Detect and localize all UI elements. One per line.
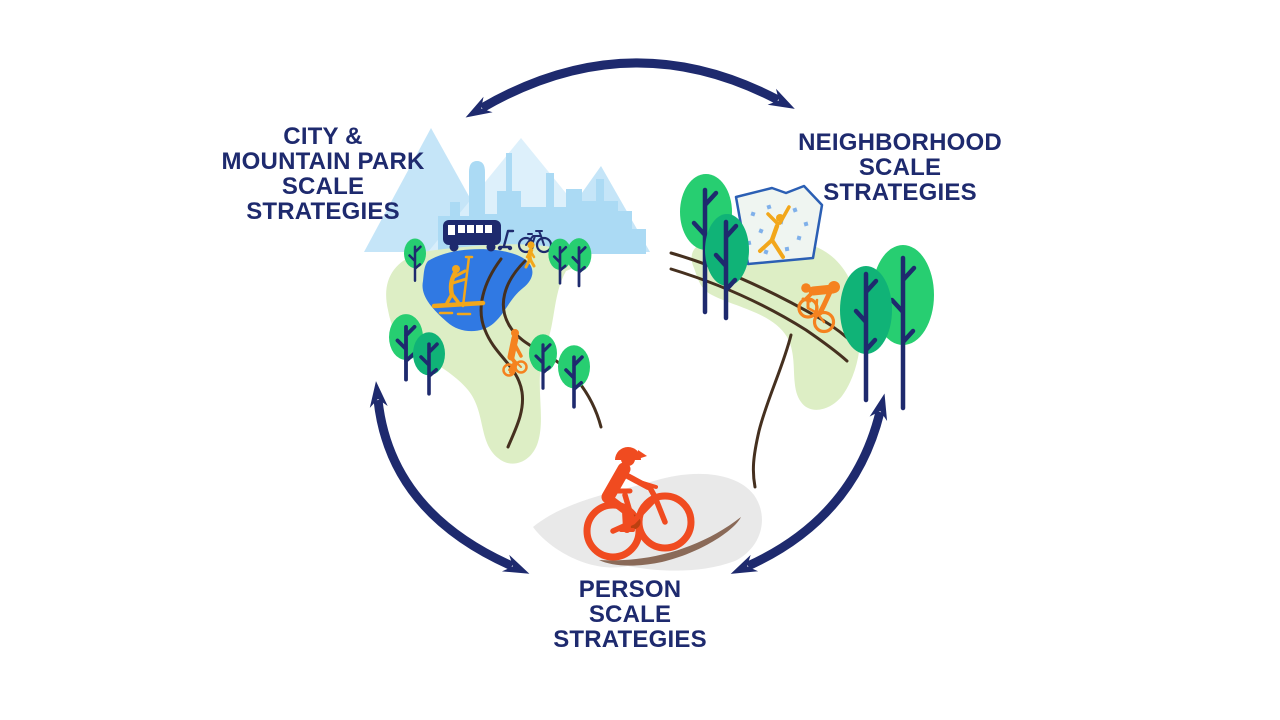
label-line: SCALE bbox=[281, 173, 365, 200]
label-line: SCALE bbox=[588, 601, 672, 628]
mountain-biker-icon bbox=[797, 281, 840, 334]
node-label-city-mountain-park: CITY & MOUNTAIN PARK SCALE STRATEGIES bbox=[183, 124, 463, 224]
tree-icon bbox=[411, 330, 447, 396]
city-mountain-park-scene bbox=[364, 128, 650, 464]
label-line: CITY & bbox=[283, 123, 363, 150]
connections bbox=[369, 58, 888, 574]
double-arrow-icon bbox=[465, 58, 795, 118]
label-line: MOUNTAIN PARK bbox=[221, 148, 425, 175]
climbing-wall-icon bbox=[734, 184, 824, 266]
node-label-neighborhood: NEIGHBORHOOD SCALE STRATEGIES bbox=[780, 130, 1020, 205]
climbing-holds bbox=[746, 204, 809, 255]
label-line: NEIGHBORHOOD bbox=[798, 129, 1002, 156]
tree-icon bbox=[565, 236, 593, 288]
paddleboarder-icon bbox=[431, 255, 486, 316]
cyclist-icon bbox=[502, 329, 528, 377]
tree-icon bbox=[840, 266, 892, 403]
pedestrian-icon bbox=[524, 241, 536, 269]
person-on-bike-icon bbox=[583, 447, 695, 561]
scooter-icon bbox=[497, 229, 515, 251]
climber-icon bbox=[758, 205, 791, 259]
tree-icon bbox=[705, 214, 749, 321]
bus-icon bbox=[443, 220, 501, 252]
double-arrow-icon bbox=[730, 393, 888, 574]
person-scene bbox=[533, 447, 762, 571]
bicycle-icon bbox=[517, 230, 553, 254]
double-arrow-icon bbox=[369, 381, 530, 574]
tree-icon bbox=[556, 343, 592, 409]
lake-icon bbox=[422, 249, 533, 332]
label-line: STRATEGIES bbox=[823, 179, 977, 206]
label-line: STRATEGIES bbox=[553, 626, 707, 653]
node-label-person: PERSON SCALE STRATEGIES bbox=[510, 577, 750, 652]
dirt-swoosh-icon bbox=[599, 517, 741, 566]
neighborhood-scene bbox=[669, 174, 934, 489]
label-line: STRATEGIES bbox=[246, 198, 400, 225]
label-line: SCALE bbox=[858, 154, 942, 181]
label-line: PERSON bbox=[578, 576, 682, 603]
